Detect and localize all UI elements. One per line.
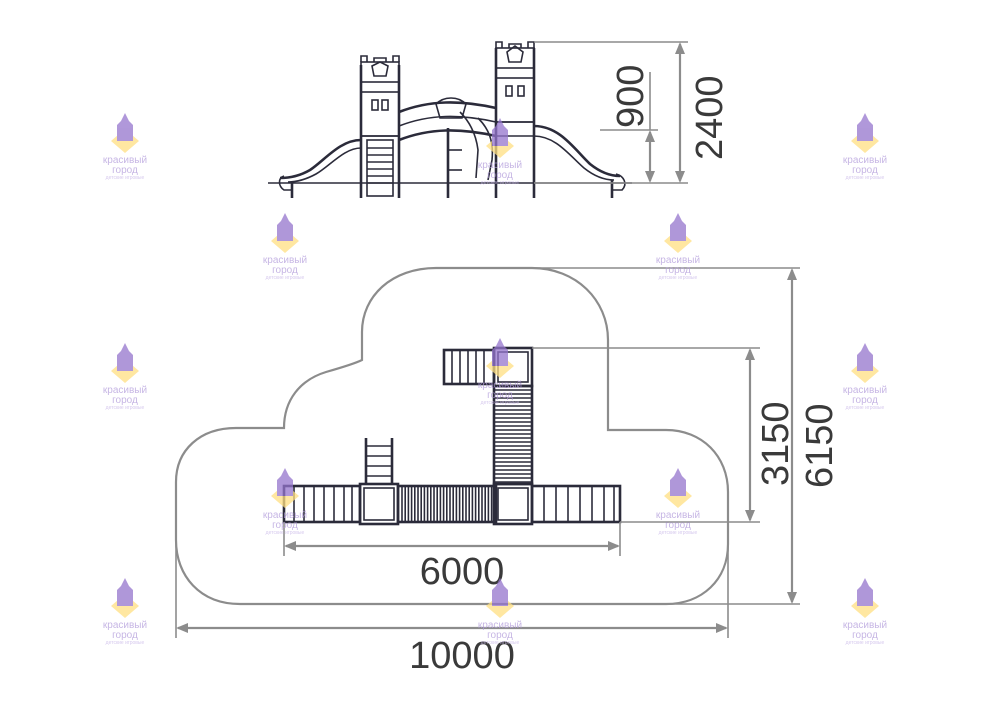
- dimension-label-6000: 6000: [420, 551, 505, 593]
- watermark-tagline: детские игровые: [106, 640, 145, 646]
- watermark-tagline: детские игровые: [846, 175, 885, 181]
- watermark-brand: красивый: [103, 155, 147, 166]
- left-tower: [359, 55, 401, 198]
- plan-dimensions: 6150 3150 6000 10000: [175, 267, 841, 677]
- side-dimensions: 900 2400: [534, 41, 731, 184]
- dimension-label-6150: 6150: [799, 403, 841, 488]
- plan-top-walkway: [442, 348, 496, 386]
- watermark-brand: красивый: [103, 385, 147, 396]
- watermark-brand: красивый: [843, 385, 887, 396]
- dimension-label-3150: 3150: [755, 401, 797, 486]
- side-elevation-view: [268, 41, 632, 198]
- right-walkway: [530, 484, 622, 524]
- watermark-tagline: детские игровые: [266, 275, 305, 281]
- safety-zone-outline: [174, 266, 730, 606]
- plan-right-tower: [492, 482, 534, 526]
- dimension-label-2400: 2400: [689, 75, 731, 160]
- plan-left-ladder: [364, 438, 394, 484]
- watermark-tagline: детские игровые: [846, 640, 885, 646]
- watermark-tagline: детские игровые: [846, 405, 885, 411]
- watermark-brand: красивый: [263, 255, 307, 266]
- watermark-brand: красивый: [478, 380, 522, 391]
- watermark-brand: красивый: [843, 620, 887, 631]
- plan-bridge: [396, 484, 498, 524]
- watermark-brand-line2: город: [112, 630, 138, 641]
- watermark-tagline: детские игровые: [659, 275, 698, 281]
- plan-left-tower: [358, 482, 400, 526]
- watermark-tagline: детские игровые: [481, 640, 520, 646]
- dimension-label-10000: 10000: [409, 635, 515, 677]
- right-slide: [533, 124, 626, 198]
- watermark-brand-line2: город: [852, 165, 878, 176]
- watermark-brand-line2: город: [665, 520, 691, 531]
- watermark-brand-line2: город: [272, 520, 298, 531]
- watermark-tagline: детские игровые: [659, 530, 698, 536]
- watermark-brand: красивый: [478, 160, 522, 171]
- watermark-tagline: детские игровые: [106, 405, 145, 411]
- watermark-tagline: детские игровые: [106, 175, 145, 181]
- bridge: [398, 97, 497, 198]
- watermark-brand: красивый: [263, 510, 307, 521]
- right-tower: [494, 41, 536, 198]
- watermark-brand-line2: город: [487, 390, 513, 401]
- watermark-tagline: детские игровые: [481, 400, 520, 406]
- watermark-brand-line2: город: [852, 630, 878, 641]
- watermark-brand-line2: город: [852, 395, 878, 406]
- watermark-brand: красивый: [843, 155, 887, 166]
- watermark-brand-line2: город: [112, 165, 138, 176]
- left-slide: [278, 138, 362, 198]
- watermark-brand-line2: город: [665, 265, 691, 276]
- watermark-brand: красивый: [656, 255, 700, 266]
- watermark-brand-line2: город: [272, 265, 298, 276]
- watermark-tagline: детские игровые: [481, 180, 520, 186]
- plan-view: [174, 266, 730, 606]
- watermark-brand-line2: город: [112, 395, 138, 406]
- dimension-label-900: 900: [610, 65, 652, 128]
- watermark-brand: красивый: [656, 510, 700, 521]
- watermark-brand-line2: город: [487, 630, 513, 641]
- watermark-brand-line2: город: [487, 170, 513, 181]
- watermark-tagline: детские игровые: [266, 530, 305, 536]
- watermark-brand: красивый: [478, 620, 522, 631]
- watermark-brand: красивый: [103, 620, 147, 631]
